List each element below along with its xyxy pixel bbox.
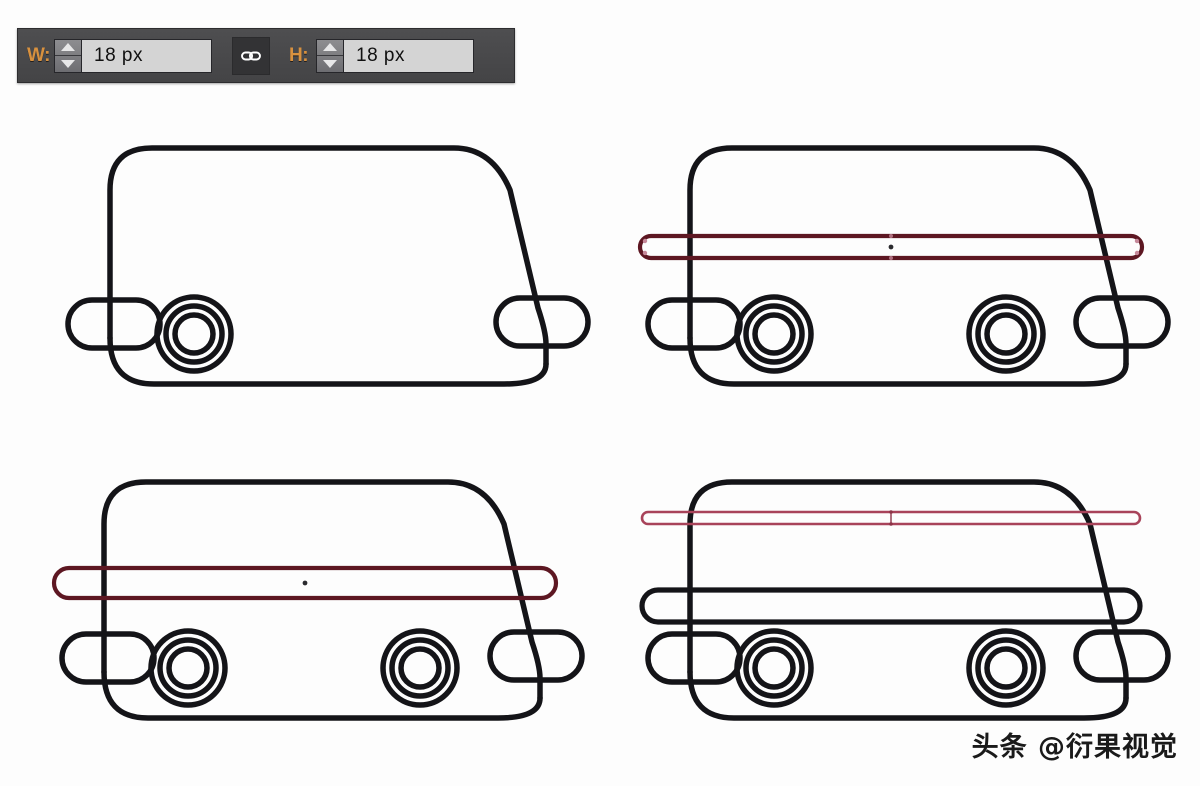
width-field-group: W: 18 px	[27, 29, 212, 82]
selected-stripe[interactable]	[637, 233, 1145, 261]
height-input[interactable]: 18 px	[343, 38, 474, 73]
height-label: H:	[289, 45, 309, 66]
width-input[interactable]: 18 px	[81, 38, 212, 73]
triangle-down-icon	[323, 59, 337, 68]
triangle-up-icon	[61, 43, 75, 52]
width-stepper[interactable]	[54, 38, 81, 73]
black-stripe[interactable]	[639, 587, 1143, 625]
transform-toolbar[interactable]: W: 18 px H: 18 px	[17, 28, 515, 83]
van-step-1	[68, 148, 588, 384]
selected-stripe[interactable]	[51, 565, 559, 601]
watermark-text: 头条 @衍果视觉	[971, 732, 1178, 763]
width-label: W:	[27, 45, 50, 66]
height-field-group: H: 18 px	[289, 29, 474, 82]
van-step-3	[51, 482, 582, 718]
width-stepper-up-button[interactable]	[55, 40, 81, 56]
height-stepper[interactable]	[316, 38, 343, 73]
van-step-2	[637, 148, 1168, 384]
triangle-down-icon	[61, 59, 75, 68]
selected-stripe-top[interactable]	[640, 510, 1142, 526]
height-stepper-down-button[interactable]	[317, 55, 343, 72]
chain-link-icon	[241, 51, 261, 60]
constrain-proportions-button[interactable]	[232, 36, 270, 75]
width-stepper-down-button[interactable]	[55, 55, 81, 72]
height-stepper-up-button[interactable]	[317, 40, 343, 56]
triangle-up-icon	[323, 43, 337, 52]
van-step-4	[639, 482, 1168, 718]
